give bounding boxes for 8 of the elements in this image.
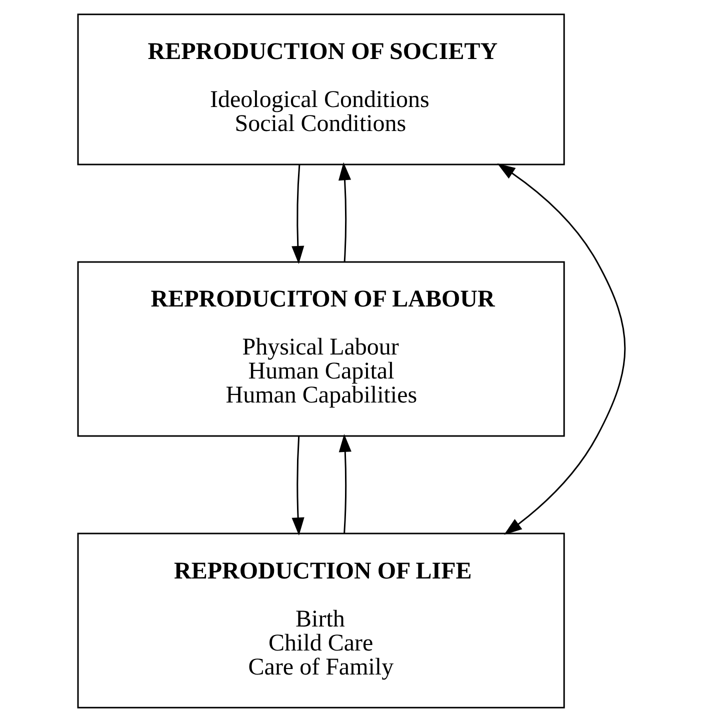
node-box: REPRODUCTION OF LIFE Birth Child Care Care of Family xyxy=(77,532,565,708)
arrow xyxy=(338,434,352,534)
arrow xyxy=(497,163,626,535)
node-box: REPRODUCTION OF SOCIETY Ideological Conditions Social Conditions xyxy=(77,14,565,166)
arrow xyxy=(292,164,304,264)
node-box: REPRODUCITON OF LABOUR Physical Labour Human Capital Human Capabilities xyxy=(77,261,565,437)
arrow xyxy=(292,436,304,536)
arrow xyxy=(338,162,352,262)
